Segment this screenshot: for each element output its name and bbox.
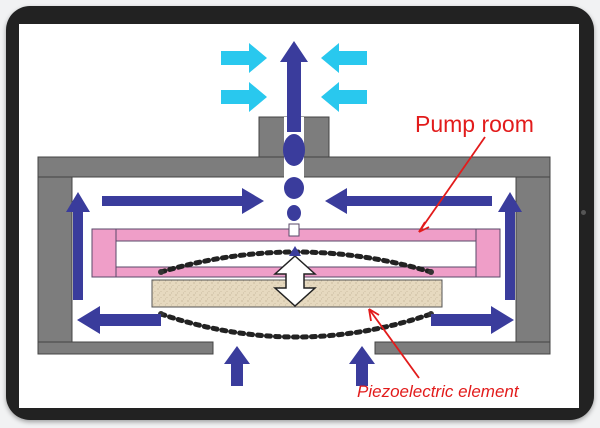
piezoelectric-element-label: Piezoelectric element: [357, 382, 520, 401]
displacement-arrow: [273, 254, 317, 308]
diagram-screen: Pump room Piezoelectric element: [19, 24, 579, 408]
fluid-droplets: [283, 134, 305, 221]
pump-diagram: Pump room Piezoelectric element: [37, 41, 551, 401]
pump-room-label: Pump room: [415, 111, 534, 137]
camera-dot-icon: [581, 210, 586, 215]
air-arrows: [221, 43, 367, 112]
flow-arrows: [66, 41, 522, 386]
pump-housing: [37, 116, 551, 355]
callout-lines: [368, 136, 486, 379]
